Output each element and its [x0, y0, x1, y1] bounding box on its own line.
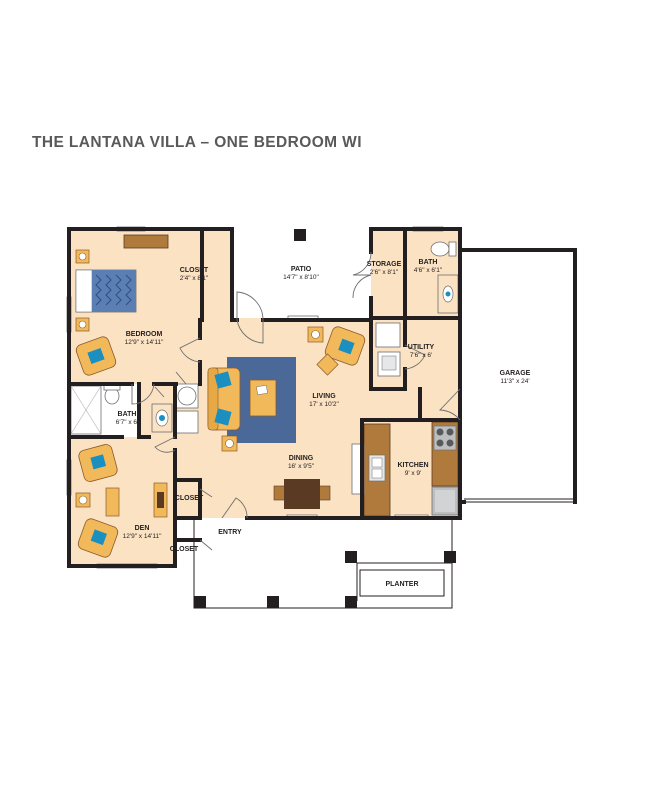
closet-mid-label: CLOSET	[175, 495, 204, 502]
den-armchair	[77, 518, 119, 558]
bed	[75, 269, 137, 313]
bath-top-dim: 4'6" x 6'1"	[414, 267, 443, 274]
closet-top-dim: 2'4" x 8'1"	[180, 275, 209, 282]
toilet	[430, 241, 450, 257]
living-armchair	[324, 326, 366, 366]
stove	[433, 425, 457, 451]
bath-left-dim: 6'7" x 6'	[116, 419, 139, 426]
dining-dim: 16' x 9'5"	[288, 463, 315, 470]
porch-post	[194, 596, 206, 608]
planter-label: PLANTER	[385, 581, 418, 588]
living-label: LIVING	[312, 393, 336, 400]
porch	[193, 229, 456, 609]
coffee-table	[249, 379, 277, 417]
storage-label: STORAGE	[367, 261, 402, 268]
doors	[131, 251, 461, 551]
kitchen-dim: 9' x 9'	[405, 470, 422, 477]
closet-top-label: CLOSET	[180, 267, 209, 274]
dining-label: DINING	[289, 455, 314, 462]
living-dim: 17' x 10'2"	[309, 401, 339, 408]
porch-post	[267, 596, 279, 608]
sofa	[207, 367, 241, 431]
kitchen-label: KITCHEN	[397, 462, 428, 469]
walls	[67, 227, 577, 568]
kitchen-counter	[363, 423, 391, 517]
furniture	[70, 234, 459, 558]
den-bench	[105, 487, 120, 517]
utility-dim: 7'6" x 6'	[410, 352, 433, 359]
dresser	[123, 234, 169, 249]
patio-post	[294, 229, 306, 241]
garage-label: GARAGE	[500, 370, 531, 377]
bath-left-label: BATH	[118, 411, 137, 418]
dryer	[175, 410, 199, 434]
den-label: DEN	[135, 525, 150, 532]
patio-label: PATIO	[291, 266, 312, 273]
bath-top-label: BATH	[419, 259, 438, 266]
entry-label: ENTRY	[218, 529, 242, 536]
porch-post	[444, 551, 456, 563]
planter	[359, 569, 445, 597]
den-armchair	[78, 444, 118, 482]
water-heater	[375, 322, 401, 348]
room-labels: CLOSET 2'4" x 8'1" PATIO 14'7" x 8'10" S…	[116, 259, 531, 588]
bedroom-label: BEDROOM	[126, 331, 163, 338]
storage-dim: 2'6" x 8'1"	[370, 269, 399, 276]
closet-low-label: CLOSET	[170, 546, 199, 553]
bedroom-dim: 12'9" x 14'11"	[125, 339, 164, 346]
dining-set	[273, 479, 331, 509]
armchair	[75, 336, 117, 376]
page-title: THE LANTANA VILLA – ONE BEDROOM WI	[32, 134, 362, 151]
garage-dim: 11'3" x 24'	[500, 378, 529, 385]
porch-post	[345, 596, 357, 608]
utility-label: UTILITY	[408, 344, 435, 351]
ottoman	[316, 353, 339, 376]
den-dim: 12'9" x 14'11"	[123, 533, 162, 540]
patio-dim: 14'7" x 8'10"	[283, 274, 319, 281]
porch-post	[345, 551, 357, 563]
